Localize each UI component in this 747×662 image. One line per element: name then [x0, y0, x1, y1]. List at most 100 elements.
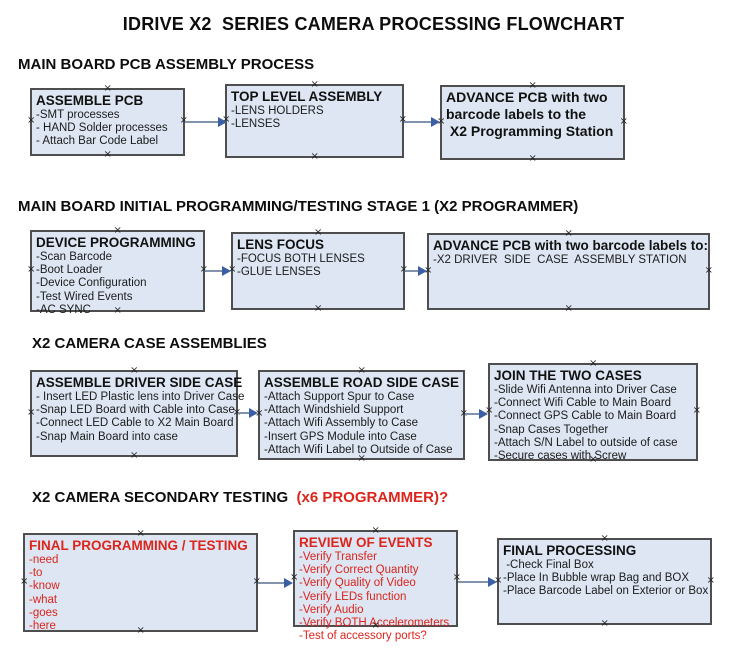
step-item: -Connect LED Cable to X2 Main Board [36, 417, 234, 430]
box-advance-pcb-case-assembly: ADVANCE PCB with two barcode labels to: … [424, 229, 713, 314]
anchor-mark: × [103, 149, 112, 160]
step-item: -Check Final Box [503, 559, 594, 571]
step-item: -Snap LED Board with Cable into Case [36, 404, 235, 417]
step-item: -Place In Bubble wrap Bag and BOX [503, 572, 690, 585]
step-item: -Scan Barcode [36, 251, 113, 263]
box-assemble-road-side-case: ASSEMBLE ROAD SIDE CASE -Attach Support … [255, 366, 468, 464]
box-lens-focus: LENS FOCUS -FOCUS BOTH LENSES -GLUE LENS… [228, 228, 408, 314]
box-review-of-events: REVIEW OF EVENTS -Verify Transfer -Verif… [290, 526, 461, 643]
step-item: -GLUE LENSES [237, 266, 321, 279]
step-item: -FOCUS BOTH LENSES [237, 253, 365, 265]
arrowhead-icon [218, 117, 227, 127]
step-item: - Insert LED Plastic lens into Driver Ca… [36, 391, 245, 403]
arrowhead-icon [431, 117, 440, 127]
step-item: -Secure cases with Screw [494, 450, 627, 463]
box-title: REVIEW OF EVENTS [299, 535, 433, 550]
box-device-programming: DEVICE PROGRAMMING -Scan Barcode -Boot L… [27, 226, 208, 316]
flow-arrow [205, 265, 231, 277]
box-title-line: barcode labels to the [446, 106, 587, 122]
anchor-mark: × [704, 264, 713, 276]
step-item: -Attach Wifi Assembly to Case [264, 417, 419, 430]
step-item: -Place Barcode Label on Exterior or Box [503, 585, 709, 598]
box-title: LENS FOCUS [237, 237, 325, 252]
anchor-mark: × [20, 575, 29, 587]
arrowhead-icon [479, 409, 488, 419]
step-item: -Connect GPS Cable to Main Board [494, 410, 677, 423]
step-item: -what [29, 593, 58, 606]
section-heading-pcb-assembly: MAIN BOARD PCB ASSEMBLY PROCESS [18, 56, 315, 73]
step-item: -Boot Loader [36, 264, 103, 277]
step-item: -Insert GPS Module into Case [264, 430, 417, 443]
step-item: -to [29, 567, 43, 580]
box-final-processing: FINAL PROCESSING -Check Final Box -Place… [494, 534, 715, 629]
step-item: -AC SYNC [36, 303, 91, 316]
step-item: -LENSES [231, 118, 281, 131]
step-item: -Test of accessory ports? [299, 630, 427, 643]
arrowhead-icon [284, 578, 293, 588]
step-item: -Device Configuration [36, 277, 147, 290]
box-title: ASSEMBLE PCB [36, 93, 144, 108]
box-title: ASSEMBLE DRIVER SIDE CASE [36, 375, 243, 390]
flow-arrow [458, 576, 497, 588]
box-title: ASSEMBLE ROAD SIDE CASE [264, 375, 460, 390]
step-item: -Slide Wifi Antenna into Driver Case [494, 384, 677, 396]
box-title: DEVICE PROGRAMMING [36, 235, 196, 250]
step-item: -Snap Main Board into case [36, 430, 178, 443]
section-heading-secondary-testing: X2 CAMERA SECONDARY TESTING (x6 PROGRAMM… [32, 489, 448, 506]
step-item: -here [29, 620, 56, 633]
step-item: -SMT processes [36, 109, 120, 121]
step-item: -Attach Wifi Label to Outside of Case [264, 443, 453, 456]
arrowhead-icon [249, 408, 258, 418]
step-item: -Snap Cases Together [494, 423, 609, 436]
box-join-the-two-cases: JOIN THE TWO CASES -Slide Wifi Antenna i… [485, 359, 701, 465]
flow-arrow [258, 577, 293, 589]
step-item: -know [29, 580, 60, 593]
step-item: -Verify Correct Quantity [299, 564, 419, 577]
section-heading-initial-programming: MAIN BOARD INITIAL PROGRAMMING/TESTING S… [18, 198, 579, 215]
step-item: - Attach Bar Code Label [36, 135, 159, 148]
anchor-mark: × [130, 450, 139, 461]
anchor-mark: × [314, 303, 323, 314]
step-item: -Attach Windshield Support [264, 404, 404, 417]
step-item: -Connect Wifi Cable to Main Board [494, 397, 672, 410]
box-assemble-driver-side-case: ASSEMBLE DRIVER SIDE CASE - Insert LED P… [27, 366, 245, 461]
box-title: JOIN THE TWO CASES [494, 368, 642, 383]
page-title: IDRIVE X2 SERIES CAMERA PROCESSING FLOWC… [122, 14, 625, 34]
step-item: -Verify BOTH Accelerometers [299, 617, 450, 630]
anchor-mark: × [27, 115, 36, 126]
box-final-programming-testing: FINAL PROGRAMMING / TESTING -need -to -k… [20, 529, 261, 636]
flow-arrow [185, 116, 227, 128]
box-title: TOP LEVEL ASSEMBLY [231, 89, 383, 104]
step-item: -LENS HOLDERS [231, 105, 324, 117]
flow-arrow [405, 265, 427, 277]
box-advance-pcb-programming-station: ADVANCE PCB with two barcode labels to t… [437, 81, 628, 164]
anchor-mark: × [528, 153, 537, 164]
box-assemble-pcb: ASSEMBLE PCB -SMT processes - HAND Solde… [27, 84, 188, 160]
anchor-mark: × [310, 151, 319, 162]
arrowhead-icon [222, 266, 231, 276]
step-item: - HAND Solder processes [36, 122, 168, 135]
step-item: -X2 DRIVER SIDE CASE ASSEMBLY STATION [433, 254, 687, 266]
anchor-mark: × [600, 618, 609, 629]
step-item: -Verify Quality of Video [299, 577, 416, 590]
anchor-mark: × [27, 264, 36, 275]
box-top-level-assembly: TOP LEVEL ASSEMBLY -LENS HOLDERS -LENSES… [222, 80, 407, 162]
arrowhead-icon [488, 577, 497, 587]
anchor-mark: × [564, 303, 573, 314]
step-item: -need [29, 554, 59, 566]
anchor-mark: × [619, 115, 628, 127]
section-heading-case-assemblies: X2 CAMERA CASE ASSEMBLIES [32, 335, 267, 352]
anchor-mark: × [692, 405, 701, 416]
box-title: FINAL PROGRAMMING / TESTING [29, 538, 248, 553]
section-heading-red-note: (x6 PROGRAMMER)? [288, 489, 449, 506]
step-item: -Verify LEDs function [299, 590, 407, 603]
box-title: ADVANCE PCB with two barcode labels to: [433, 238, 709, 253]
step-item: -Attach S/N Label to outside of case [494, 436, 678, 449]
flow-arrow [404, 116, 440, 128]
step-item: -Test Wired Events [36, 290, 133, 303]
step-item: -Verify Audio [299, 603, 364, 616]
step-item: -Attach Support Spur to Case [264, 391, 415, 403]
step-item: -Verify Transfer [299, 551, 377, 563]
box-title: FINAL PROCESSING [503, 543, 637, 558]
